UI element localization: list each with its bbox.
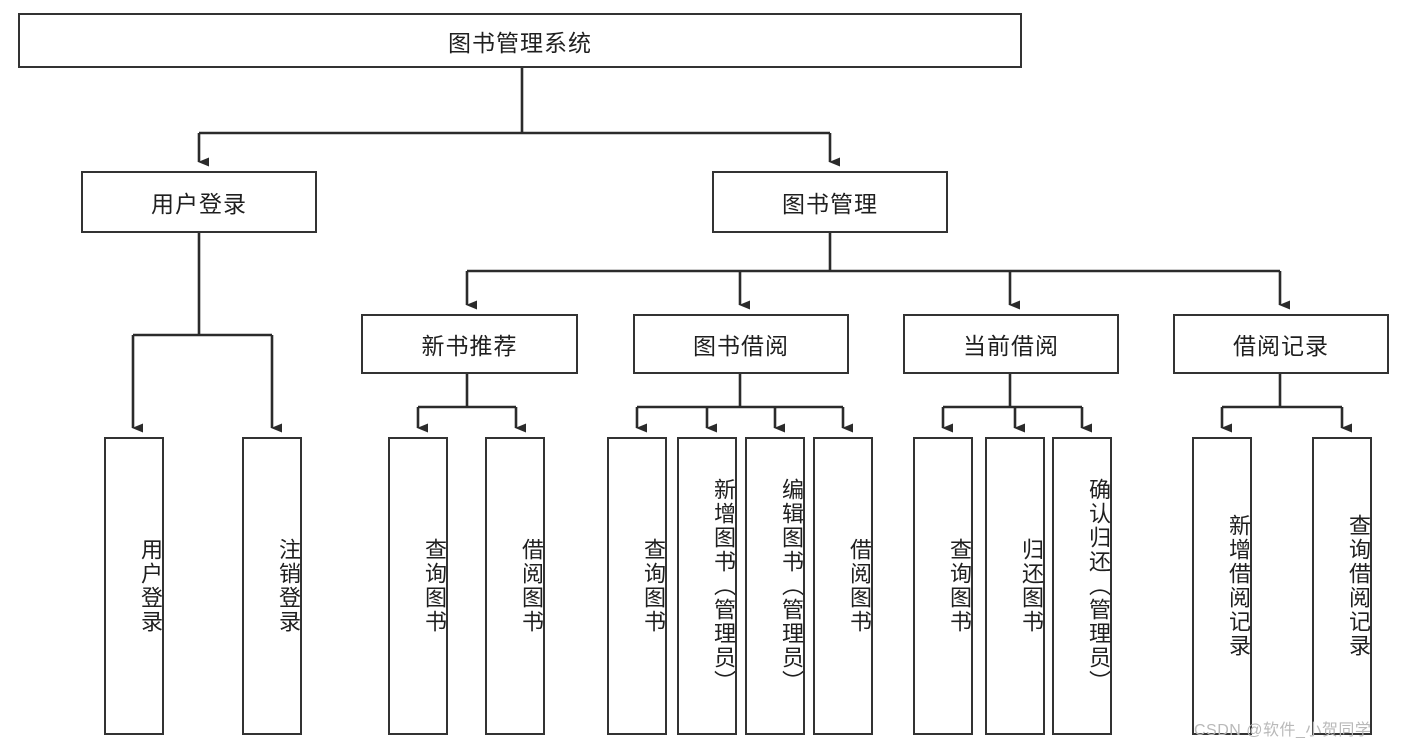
node-leaf-add-borrow-record[interactable]: 新增借阅记录: [1192, 437, 1252, 735]
node-borrow-record-label: 借阅记录: [1233, 333, 1329, 359]
node-leaf-query-book-3-label: 查询图书: [947, 538, 972, 634]
node-leaf-logout-login[interactable]: 注销登录: [242, 437, 302, 735]
node-leaf-query-book-2[interactable]: 查询图书: [607, 437, 667, 735]
node-leaf-user-login[interactable]: 用户登录: [104, 437, 164, 735]
node-leaf-add-borrow-record-label: 新增借阅记录: [1226, 514, 1251, 658]
node-root-label: 图书管理系统: [448, 29, 592, 56]
node-book-management[interactable]: 图书管理: [712, 171, 948, 233]
node-borrow-record[interactable]: 借阅记录: [1173, 314, 1389, 374]
node-current-borrow-label: 当前借阅: [963, 333, 1059, 359]
node-new-book-recommend[interactable]: 新书推荐: [361, 314, 578, 374]
node-leaf-user-login-label: 用户登录: [138, 538, 163, 634]
node-leaf-logout-login-label: 注销登录: [276, 538, 301, 634]
node-leaf-edit-book-admin[interactable]: 编辑图书（管理员）: [745, 437, 805, 735]
node-leaf-return-book[interactable]: 归还图书: [985, 437, 1045, 735]
node-book-management-label: 图书管理: [782, 191, 878, 217]
node-leaf-add-book-admin[interactable]: 新增图书（管理员）: [677, 437, 737, 735]
node-book-borrow[interactable]: 图书借阅: [633, 314, 849, 374]
node-current-borrow[interactable]: 当前借阅: [903, 314, 1119, 374]
node-leaf-edit-book-admin-label: 编辑图书（管理员）: [779, 478, 804, 694]
node-leaf-confirm-return-admin[interactable]: 确认归还（管理员）: [1052, 437, 1112, 735]
node-leaf-add-book-admin-label: 新增图书（管理员）: [711, 478, 736, 694]
node-new-book-recommend-label: 新书推荐: [421, 333, 518, 359]
node-user-login-label: 用户登录: [151, 191, 247, 217]
node-leaf-query-borrow-record-label: 查询借阅记录: [1346, 514, 1371, 658]
csdn-watermark: CSDN @软件_小贺同学: [1194, 722, 1372, 739]
node-leaf-return-book-label: 归还图书: [1019, 538, 1044, 634]
node-leaf-borrow-book-1-label: 借阅图书: [519, 538, 544, 634]
node-leaf-query-book-1[interactable]: 查询图书: [388, 437, 448, 735]
node-book-borrow-label: 图书借阅: [693, 333, 789, 359]
node-leaf-confirm-return-admin-label: 确认归还（管理员）: [1086, 478, 1111, 694]
node-leaf-query-book-1-label: 查询图书: [422, 538, 447, 634]
node-leaf-query-book-2-label: 查询图书: [641, 538, 666, 634]
node-leaf-borrow-book-2-label: 借阅图书: [847, 538, 872, 634]
node-leaf-borrow-book-2[interactable]: 借阅图书: [813, 437, 873, 735]
node-root[interactable]: 图书管理系统: [18, 13, 1022, 68]
node-leaf-borrow-book-1[interactable]: 借阅图书: [485, 437, 545, 735]
node-user-login[interactable]: 用户登录: [81, 171, 317, 233]
node-leaf-query-book-3[interactable]: 查询图书: [913, 437, 973, 735]
node-leaf-query-borrow-record[interactable]: 查询借阅记录: [1312, 437, 1372, 735]
